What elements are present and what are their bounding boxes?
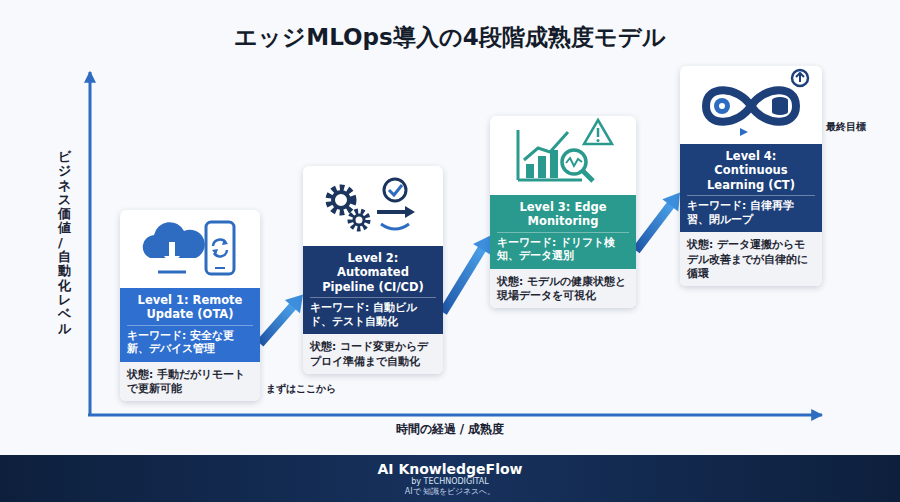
state-text: 状態: コード変更からデプロイ準備まで自動化 xyxy=(303,334,443,373)
level-title: Level 2: Automated Pipeline (CI/CD) xyxy=(310,251,436,298)
ota-icon xyxy=(120,210,260,288)
level-header-band: Level 4: Continuous Learning (CT) キーワード: … xyxy=(680,144,822,232)
progress-arrow xyxy=(636,204,672,251)
level-card: Level 1: Remote Update (OTA) キーワード: 安全な更新… xyxy=(120,210,260,401)
arrow-head xyxy=(473,236,490,255)
level-header-band: Level 1: Remote Update (OTA) キーワード: 安全な更新… xyxy=(120,288,260,362)
footer-band: AI KnowledgeFlowby TECHNODIGITALAIで 知識をビ… xyxy=(0,455,900,502)
level-card: Level 4: Continuous Learning (CT) キーワード: … xyxy=(680,66,822,286)
level-card: Level 3: Edge Monitoring キーワード: ドリフト検知、デー… xyxy=(490,116,636,308)
keyword-text: キーワード: 自動ビルド、テスト自動化 xyxy=(310,301,436,328)
monitoring-icon xyxy=(490,116,636,195)
level-header-band: Level 2: Automated Pipeline (CI/CD) キーワード… xyxy=(303,246,443,334)
y-axis xyxy=(89,72,92,415)
level-title: Level 3: Edge Monitoring xyxy=(497,200,629,233)
keyword-text: キーワード: 自律再学習、閉ループ xyxy=(687,199,815,226)
progress-arrow xyxy=(260,305,294,343)
state-text: 状態: モデルの健康状態と現場データを可視化 xyxy=(490,269,636,308)
x-axis-label: 時間の経過 / 成熟度 xyxy=(300,421,600,438)
pipeline-icon xyxy=(303,166,443,246)
level-card: Level 2: Automated Pipeline (CI/CD) キーワード… xyxy=(303,166,443,374)
brand-name: AI KnowledgeFlow xyxy=(0,461,900,477)
state-text: 状態: データ運搬からモデル改善までが自律的に循環 xyxy=(680,232,822,286)
state-text: 状態: 手動だがリモートで更新可能 xyxy=(120,362,260,401)
level-title: Level 4: Continuous Learning (CT) xyxy=(687,149,815,196)
level-header-band: Level 3: Edge Monitoring キーワード: ドリフト検知、デー… xyxy=(490,195,636,269)
level-title: Level 1: Remote Update (OTA) xyxy=(127,293,253,326)
brand-subtitle: by TECHNODIGITAL xyxy=(0,477,900,487)
keyword-text: キーワード: 安全な更新、デバイス管理 xyxy=(127,329,253,356)
arrow-head xyxy=(662,193,680,212)
arrow-head xyxy=(285,295,303,314)
y-axis-label: ビジネス価値 / 自動化レベル xyxy=(58,150,71,336)
brand-slogan: AIで 知識をビジネスへ。 xyxy=(0,487,900,497)
diagram-title: エッジMLOps導入の4段階成熟度モデル xyxy=(0,22,900,53)
goal-note: 最終目標 xyxy=(826,120,866,134)
continuous-learning-icon xyxy=(680,66,822,144)
keyword-text: キーワード: ドリフト検知、データ選別 xyxy=(497,236,629,263)
x-axis xyxy=(88,414,822,417)
start-note: まずはここから xyxy=(266,382,336,396)
progress-arrow xyxy=(443,248,483,313)
